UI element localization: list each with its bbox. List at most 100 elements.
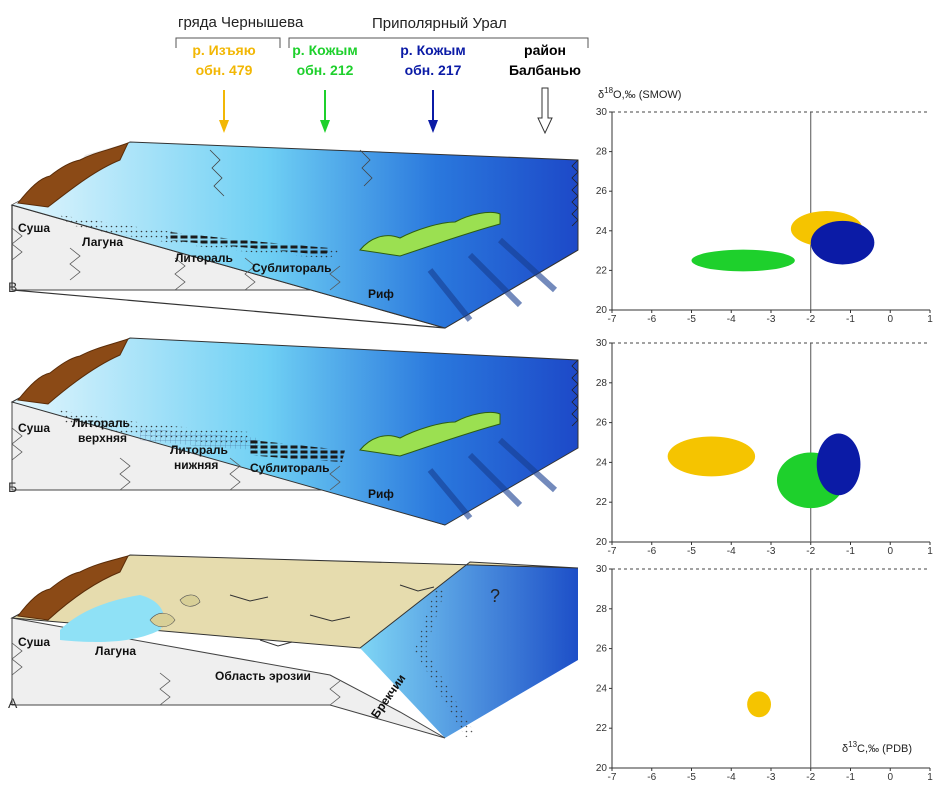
- block-diagram-v: Суша Лагуна Литораль Сублитораль Риф В: [8, 141, 579, 329]
- svg-text:Литораль: Литораль: [175, 251, 233, 265]
- plot-area: [612, 343, 930, 542]
- urals-bracket: [288, 37, 589, 48]
- ridge-title: гряда Чернышева: [178, 14, 304, 31]
- svg-text:Лагуна: Лагуна: [95, 644, 136, 658]
- reef-colonies: [359, 411, 501, 457]
- arrow-down-icon: [428, 90, 438, 133]
- location-izyayu: р. Изъяю обн. 479: [192, 42, 256, 133]
- x-tick-label: -5: [687, 546, 696, 557]
- x-tick-label: -7: [608, 314, 617, 325]
- y-tick-label: 28: [596, 378, 608, 389]
- data-field-3: [810, 220, 875, 265]
- y-tick-label: 22: [596, 497, 608, 508]
- x-axis-label: δ13C,‰ (PDB): [842, 740, 912, 755]
- svg-text:Риф: Риф: [368, 487, 394, 501]
- reef-colonies: [359, 211, 501, 257]
- svg-text:?: ?: [490, 586, 500, 606]
- y-tick-label: 24: [596, 226, 608, 237]
- svg-text:Суша: Суша: [18, 421, 50, 435]
- x-tick-label: 0: [887, 314, 893, 325]
- block-diagram-b: Суша Литораль верхняя Литораль нижняя Су…: [8, 337, 579, 526]
- x-tick-label: -4: [727, 314, 736, 325]
- svg-text:Сублитораль: Сублитораль: [250, 461, 330, 475]
- svg-text:Литораль: Литораль: [72, 416, 130, 430]
- x-tick-label: -3: [767, 314, 776, 325]
- svg-text:Сублитораль: Сублитораль: [252, 261, 332, 275]
- svg-text:Суша: Суша: [18, 221, 50, 235]
- y-tick-label: 24: [596, 457, 608, 468]
- location-kozhym-217: р. Кожым обн. 217: [400, 42, 466, 133]
- svg-text:обн. 479: обн. 479: [196, 62, 253, 78]
- x-tick-label: -1: [846, 546, 855, 557]
- arrow-down-icon: [320, 90, 330, 133]
- x-tick-label: -3: [767, 772, 776, 783]
- ridge-bracket: [175, 37, 281, 48]
- svg-text:Суша: Суша: [18, 635, 50, 649]
- land-cliff: [17, 555, 129, 621]
- x-tick-label: -2: [806, 772, 815, 783]
- y-tick-label: 26: [596, 644, 608, 655]
- x-tick-label: 1: [927, 772, 933, 783]
- data-field-1: [747, 691, 771, 718]
- x-tick-label: -6: [647, 772, 656, 783]
- block-diagram-a: Суша Лагуна Область эрозии Брекчии ? А: [8, 554, 579, 739]
- arrow-down-icon: [537, 87, 553, 135]
- svg-text:р. Кожым: р. Кожым: [292, 42, 357, 58]
- svg-text:Литораль: Литораль: [170, 443, 228, 457]
- x-tick-label: 1: [927, 314, 933, 325]
- y-tick-label: 30: [596, 107, 608, 118]
- x-tick-label: -2: [806, 546, 815, 557]
- y-tick-label: 26: [596, 186, 608, 197]
- svg-text:Область эрозии: Область эрозии: [215, 669, 311, 683]
- svg-text:обн. 217: обн. 217: [405, 62, 462, 78]
- x-tick-label: -7: [608, 772, 617, 783]
- y-tick-label: 26: [596, 418, 608, 429]
- data-field-3: [816, 433, 861, 496]
- x-tick-label: -4: [727, 546, 736, 557]
- plot-panel-3: 30 28 26 24 22 20-7 -6 -5 -4 -3 -2 -1 0 1: [596, 564, 933, 783]
- location-kozhym-212: р. Кожым обн. 212: [292, 42, 358, 133]
- y-tick-label: 20: [596, 763, 608, 774]
- panel-letter-b: Б: [8, 479, 17, 495]
- x-tick-label: -3: [767, 546, 776, 557]
- svg-text:р. Кожым: р. Кожым: [400, 42, 465, 58]
- data-field-1: [667, 436, 756, 477]
- x-tick-label: -4: [727, 772, 736, 783]
- y-tick-label: 22: [596, 265, 608, 276]
- svg-text:верхняя: верхняя: [78, 431, 127, 445]
- x-tick-label: -5: [687, 314, 696, 325]
- svg-text:Лагуна: Лагуна: [82, 235, 123, 249]
- x-tick-label: -5: [687, 772, 696, 783]
- panel-letter-v: В: [8, 279, 17, 295]
- y-tick-label: 22: [596, 723, 608, 734]
- y-tick-label: 28: [596, 604, 608, 615]
- panel-letter-a: А: [8, 695, 18, 711]
- location-balbanyu: район Балбанью: [509, 42, 581, 135]
- svg-text:нижняя: нижняя: [174, 458, 218, 472]
- x-tick-label: 0: [887, 546, 893, 557]
- header: гряда Чернышева Приполярный Урал р. Изъя…: [175, 14, 589, 135]
- x-tick-label: -2: [806, 314, 815, 325]
- x-tick-label: 0: [887, 772, 893, 783]
- x-tick-label: -6: [647, 314, 656, 325]
- plot-area: [612, 112, 930, 310]
- y-tick-label: 24: [596, 683, 608, 694]
- x-tick-label: -6: [647, 546, 656, 557]
- land-cliff: [17, 142, 129, 208]
- y-tick-label: 28: [596, 147, 608, 158]
- y-tick-label: 30: [596, 338, 608, 349]
- y-tick-label: 30: [596, 564, 608, 575]
- x-tick-label: -1: [846, 772, 855, 783]
- svg-text:Риф: Риф: [368, 287, 394, 301]
- arrow-down-icon: [219, 90, 229, 133]
- plot-area: [612, 569, 930, 768]
- svg-text:район: район: [524, 42, 566, 58]
- svg-text:р. Изъяю: р. Изъяю: [192, 42, 255, 58]
- y-tick-label: 20: [596, 537, 608, 548]
- y-tick-label: 20: [596, 305, 608, 316]
